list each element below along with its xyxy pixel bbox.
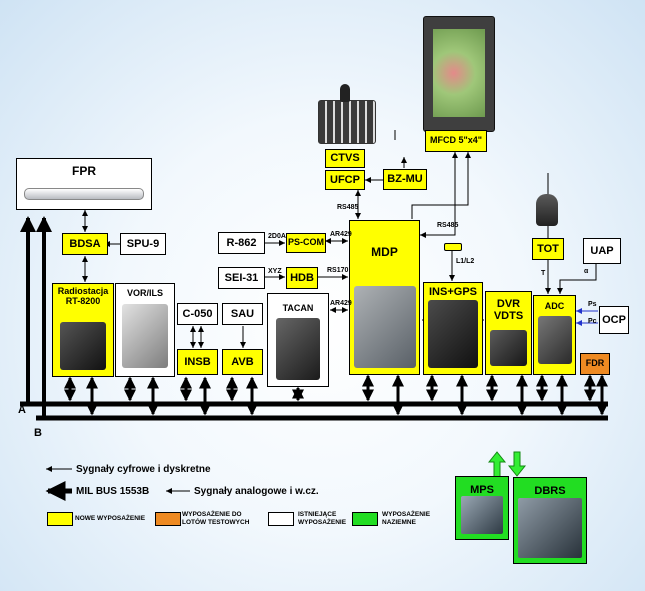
legend-new-text: NOWE WYPOSAŻENIE: [75, 515, 146, 522]
mdp-label: MDP: [371, 245, 398, 259]
fpr-device-image: [24, 188, 144, 200]
tot-label: TOT: [537, 242, 559, 255]
sei31-label: SEI-31: [224, 271, 259, 284]
alpha-label: α: [584, 268, 589, 275]
mps-computer-image: [461, 496, 503, 534]
ctvs-keypad-image: [318, 100, 376, 144]
sei31-box: SEI-31: [218, 267, 265, 289]
legend-existing-swatch: [268, 512, 294, 526]
rs170-label: RS170: [327, 267, 349, 274]
radiostacja-label: Radiostacja RT-8200: [57, 286, 109, 306]
pc-label: Pc: [588, 318, 597, 325]
avb-label: AVB: [231, 355, 254, 368]
bus-a-label: A: [18, 404, 26, 416]
label-2d0a: 2D0A: [268, 233, 286, 240]
sau-box: SAU: [222, 303, 263, 325]
ctvs-box: CTVS: [325, 149, 365, 168]
dbrs-workstation-image: [518, 498, 582, 558]
fpr-label: FPR: [72, 164, 96, 178]
dvr-vdts-label: DVR VDTS: [493, 298, 524, 323]
legend-test-swatch: [155, 512, 181, 526]
mfcd-label: MFCD 5"x4": [429, 135, 483, 146]
bus-b-label: B: [34, 427, 42, 439]
fdr-box: FDR: [580, 353, 610, 375]
mfcd-box: MFCD 5"x4": [425, 130, 487, 152]
legend-milbus-text: MIL BUS 1553B: [76, 486, 150, 497]
ins-gps-label: INS+GPS: [429, 286, 477, 298]
gps-antenna-icon: [444, 243, 462, 251]
bz-mu-label: BZ-MU: [387, 173, 423, 186]
hdb-label: HDB: [290, 271, 314, 284]
rs485-left-label: RS485: [337, 204, 359, 211]
legend-test-text: WYPOSAŻENIE DO LOTÓW TESTOWYCH: [182, 511, 250, 526]
tacan-device-image: [276, 318, 320, 380]
bz-mu-box: BZ-MU: [383, 169, 427, 190]
r862-box: R-862: [218, 232, 265, 254]
avb-box: AVB: [222, 349, 263, 375]
spu9-label: SPU-9: [126, 237, 160, 250]
vor-ils-device-image: [122, 304, 168, 368]
insb-label: INSB: [184, 355, 211, 368]
uap-label: UAP: [590, 244, 614, 257]
radiostacja-device-image: [60, 322, 106, 370]
mfcd-display-image: [423, 16, 495, 132]
mdp-device-image: [354, 286, 416, 368]
legend-ground-swatch: [352, 512, 378, 526]
tacan-label: TACAN: [282, 303, 314, 313]
tot-box: TOT: [532, 238, 564, 260]
mps-label: MPS: [470, 484, 494, 496]
spu9-box: SPU-9: [120, 233, 166, 255]
ufcp-box: UFCP: [325, 170, 365, 190]
sau-label: SAU: [230, 307, 255, 320]
legend-existing-text: ISTNIEJĄCE WYPOSAŻENIE: [298, 511, 347, 526]
ctvs-label: CTVS: [330, 152, 360, 165]
ocp-box: OCP: [599, 306, 629, 334]
hdb-box: HDB: [286, 267, 318, 289]
rs485-right-label: RS485: [437, 222, 459, 229]
fpr-box: FPR: [16, 158, 152, 210]
r862-label: R-862: [226, 236, 257, 249]
adc-device-image: [538, 316, 572, 364]
t-label: T: [541, 270, 546, 277]
tot-device-image: [536, 194, 558, 226]
insb-box: INSB: [177, 349, 218, 375]
dbrs-label: DBRS: [534, 485, 566, 497]
legend-analog-text: Sygnały analogowe i w.cz.: [194, 486, 319, 497]
xyz-label: XYZ: [268, 268, 282, 275]
ufcp-label: UFCP: [330, 173, 360, 186]
vor-ils-label: VOR/ILS: [126, 288, 163, 298]
ctvs-joystick-image: [340, 84, 350, 102]
adc-label: ADC: [544, 301, 565, 311]
bdsa-label: BDSA: [69, 237, 101, 250]
l1l2-label: L1/L2: [456, 258, 475, 265]
ar429-pscom-label: AR429: [330, 231, 352, 238]
ps-com-label: PS-COM: [288, 237, 324, 248]
bdsa-box: BDSA: [62, 233, 108, 255]
ps-com-box: PS-COM: [286, 233, 326, 253]
c050-box: C-050: [177, 303, 218, 325]
fdr-label: FDR: [585, 358, 605, 369]
ps-label: Ps: [588, 301, 597, 308]
mfcd-map-image: [433, 29, 485, 117]
legend-ground-text: WYPOSAŻENIE NAZIEMNE: [382, 511, 431, 526]
ocp-label: OCP: [602, 313, 626, 326]
ins-gps-device-image: [428, 300, 478, 368]
c050-label: C-050: [182, 307, 213, 320]
dvr-vdts-device-image: [490, 330, 527, 366]
uap-box: UAP: [583, 238, 621, 264]
legend-digital-text: Sygnały cyfrowe i dyskretne: [76, 464, 211, 475]
legend-new-swatch: [47, 512, 73, 526]
ar429-tacan-label: AR429: [330, 300, 352, 307]
